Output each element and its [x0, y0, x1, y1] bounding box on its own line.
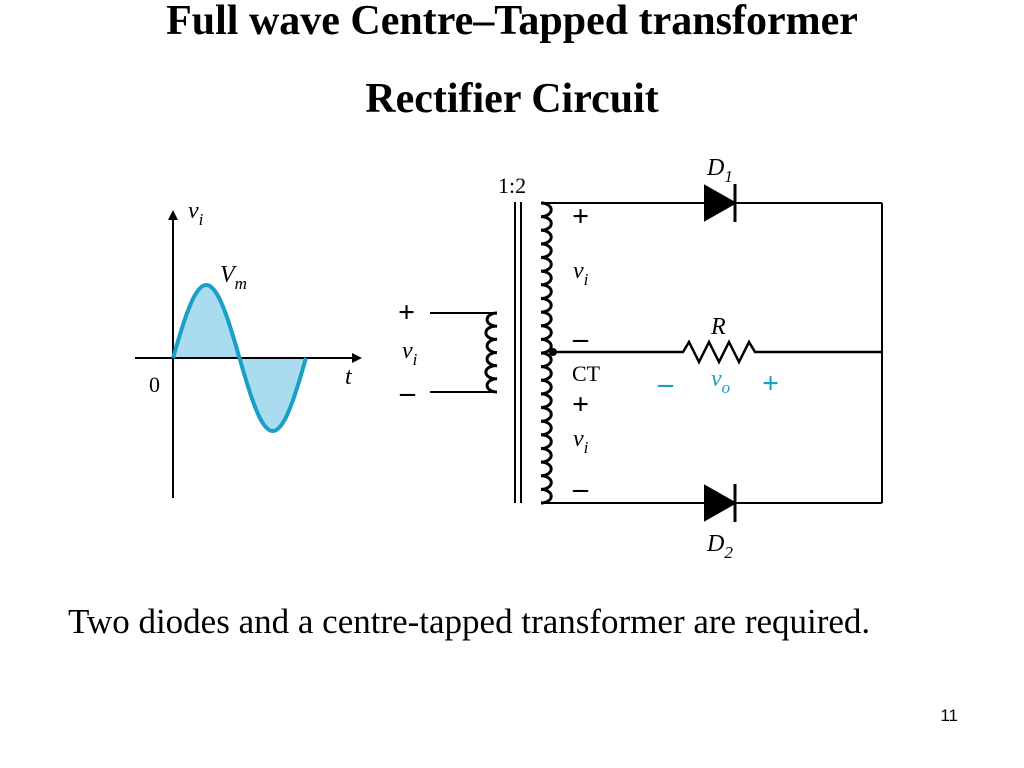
slide-number: 11	[940, 706, 958, 725]
diode-d1	[704, 184, 738, 222]
waveform-origin-label: 0	[149, 372, 160, 397]
secondary-top-plus-sign: +	[572, 200, 589, 233]
output-minus-sign: –	[657, 367, 674, 400]
secondary-coil	[540, 201, 553, 505]
primary-minus-sign: –	[399, 376, 416, 409]
slide-caption: Two diodes and a centre-tapped transform…	[68, 602, 871, 641]
secondary-bottom-minus-sign: –	[572, 472, 589, 505]
diode-d1-label: D1	[706, 155, 733, 186]
slide-title-line-2: Rectifier Circuit	[365, 76, 659, 122]
diode-d2-label: D2	[706, 531, 733, 562]
secondary-bottom-voltage-label: vi	[573, 426, 589, 457]
input-waveform: vi Vm t 0	[135, 198, 362, 498]
output-plus-sign: +	[762, 367, 779, 400]
waveform-peak-label: Vm	[220, 262, 247, 293]
secondary-top-minus-sign: –	[572, 322, 589, 355]
center-tap-wire	[553, 339, 882, 365]
resistor-label: R	[710, 314, 726, 340]
diode-d2	[704, 484, 738, 522]
waveform-y-axis-label: vi	[188, 198, 204, 229]
turns-ratio-label: 1:2	[498, 173, 526, 198]
secondary-top-voltage-label: vi	[573, 258, 589, 289]
waveform-x-axis-label: t	[345, 364, 353, 390]
slide-title-line-1: Full wave Centre–Tapped transformer	[166, 0, 858, 44]
rectifier-circuit: 1:2 D1 D2 R CT + vi –	[398, 155, 883, 562]
sine-wave-curve	[171, 282, 308, 434]
center-tap-label: CT	[572, 361, 601, 386]
output-voltage-label: vo	[711, 366, 730, 397]
primary-voltage-label: vi	[402, 338, 418, 369]
primary-plus-sign: +	[398, 296, 415, 329]
primary-coil	[484, 311, 498, 394]
secondary-bottom-plus-sign: +	[572, 388, 589, 421]
